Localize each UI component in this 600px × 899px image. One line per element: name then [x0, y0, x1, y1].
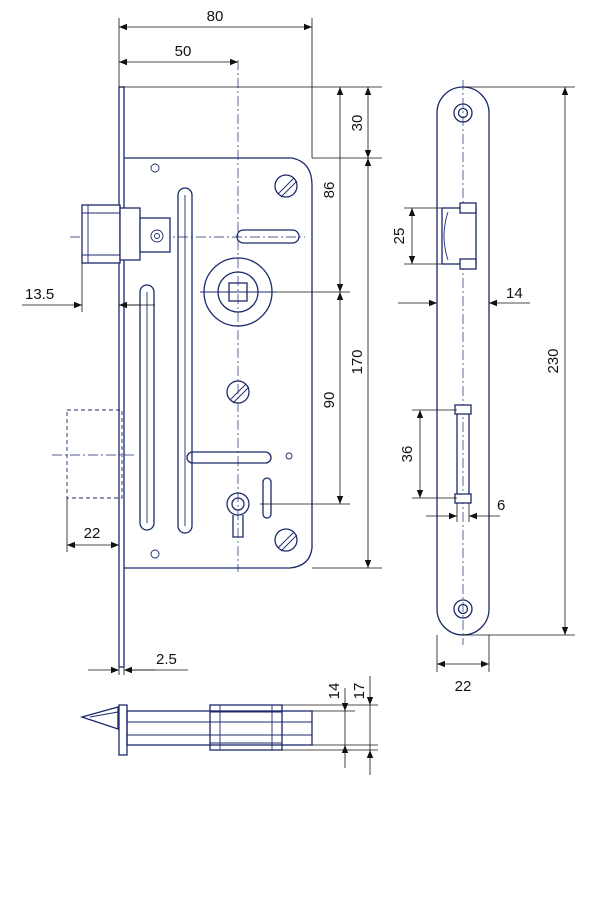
- dimension-label: 25: [391, 228, 408, 245]
- dimension-label: 90: [321, 392, 338, 409]
- latch-head: [79, 706, 119, 730]
- horizontal-slot-upper: [236, 229, 300, 244]
- bottom-forend: [118, 704, 128, 756]
- dimension-label: 22: [84, 525, 101, 542]
- bottom-hub: [209, 704, 283, 751]
- small-slot: [262, 477, 272, 519]
- bolt-opening: [454, 404, 472, 504]
- fixing-screw-middle: [226, 380, 250, 404]
- dimension-label: 50: [175, 43, 192, 60]
- latch-opening: [441, 202, 477, 270]
- fixing-screw-bottom: [274, 528, 298, 552]
- dead-bolt: [66, 409, 123, 499]
- dimension-label: 86: [321, 182, 338, 199]
- dimension-label: 13.5: [25, 286, 54, 303]
- vertical-slot-right: [177, 187, 193, 534]
- latch-bolt: [81, 204, 171, 264]
- keyhole: [226, 492, 250, 538]
- dimension-label: 30: [349, 115, 366, 132]
- rivet-bottom: [150, 549, 160, 559]
- dimension-label: 36: [399, 446, 416, 463]
- dimension-label: 22: [455, 678, 472, 695]
- forend-strip: [118, 86, 125, 668]
- rivet-top: [150, 163, 160, 173]
- rivet-right: [285, 452, 293, 460]
- front-dimensions: 80 50 30 86 170 90 13.5 22: [22, 8, 382, 675]
- fixing-screw-top: [274, 174, 298, 198]
- dimension-label: 17: [351, 683, 368, 700]
- dimension-label: 14: [326, 683, 343, 700]
- dimension-label: 2.5: [156, 651, 177, 668]
- case-body: [124, 157, 313, 569]
- dimension-label: 170: [349, 349, 366, 374]
- lock-bottom-view: [79, 704, 313, 756]
- bottom-dimensions: 14 17: [282, 676, 378, 775]
- side-dimensions: 25 14 230 36 6 22: [391, 86, 575, 695]
- horizontal-slot-lower: [186, 451, 272, 464]
- dimension-label: 14: [506, 285, 523, 302]
- lock-case-front-view: [52, 60, 313, 668]
- plate-screw-hole-bottom: [453, 599, 473, 619]
- dimension-label: 6: [497, 497, 505, 514]
- dimension-label: 80: [207, 8, 224, 25]
- vertical-slot-left: [139, 284, 155, 531]
- plate-screw-hole-top: [453, 103, 473, 123]
- face-plate-side-view: [436, 80, 490, 645]
- spindle-hub: [200, 257, 276, 327]
- dimension-label: 230: [545, 348, 562, 373]
- bottom-case: [126, 710, 313, 746]
